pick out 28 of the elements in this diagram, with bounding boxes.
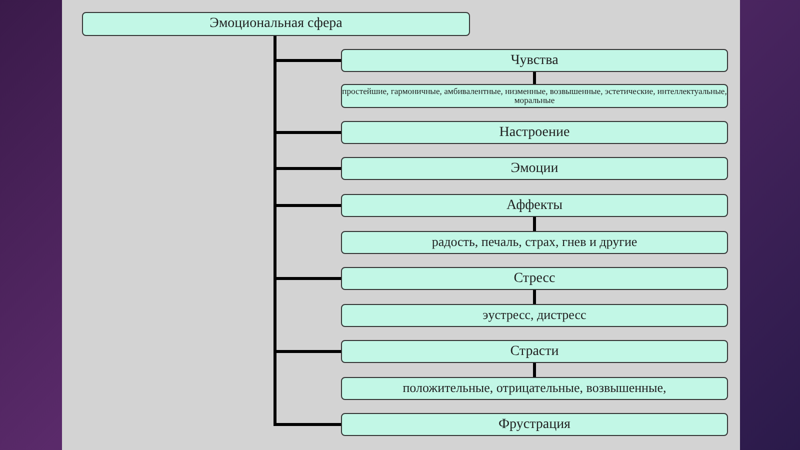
box-label: Чувства	[510, 52, 558, 68]
category-box	[341, 49, 728, 72]
category-box	[341, 377, 728, 400]
category-box	[341, 194, 728, 217]
connector-line	[533, 363, 536, 377]
box-label: Фрустрация	[498, 416, 571, 432]
category-box	[341, 157, 728, 180]
category-box	[82, 12, 470, 36]
connector-line	[533, 217, 536, 231]
box-label: Настроение	[499, 124, 570, 140]
category-box	[341, 340, 728, 363]
box-label: положительные, отрицательные, возвышенные,	[402, 381, 666, 396]
box-label: Стресс	[514, 270, 556, 286]
category-box	[341, 121, 728, 144]
category-box	[341, 413, 728, 436]
connector-line	[533, 290, 536, 304]
box-label: простейшие, гармоничные, амбивалентные, низменные, возвышенные, эстетические, интеллектуальные, моральные	[342, 86, 727, 106]
box-label: Эмоциональная сфера	[210, 16, 342, 32]
box-label: Страсти	[510, 344, 559, 360]
category-box	[341, 304, 728, 327]
category-box	[341, 231, 728, 254]
connector-line	[533, 72, 536, 84]
connector-line	[274, 36, 341, 426]
category-box	[341, 267, 728, 290]
box-label: Эмоции	[510, 160, 558, 176]
box-label: эустресс, дистресс	[482, 308, 586, 323]
box-label: Аффекты	[506, 198, 562, 214]
box-label: радость, печаль, страх, гнев и другие	[432, 235, 638, 250]
